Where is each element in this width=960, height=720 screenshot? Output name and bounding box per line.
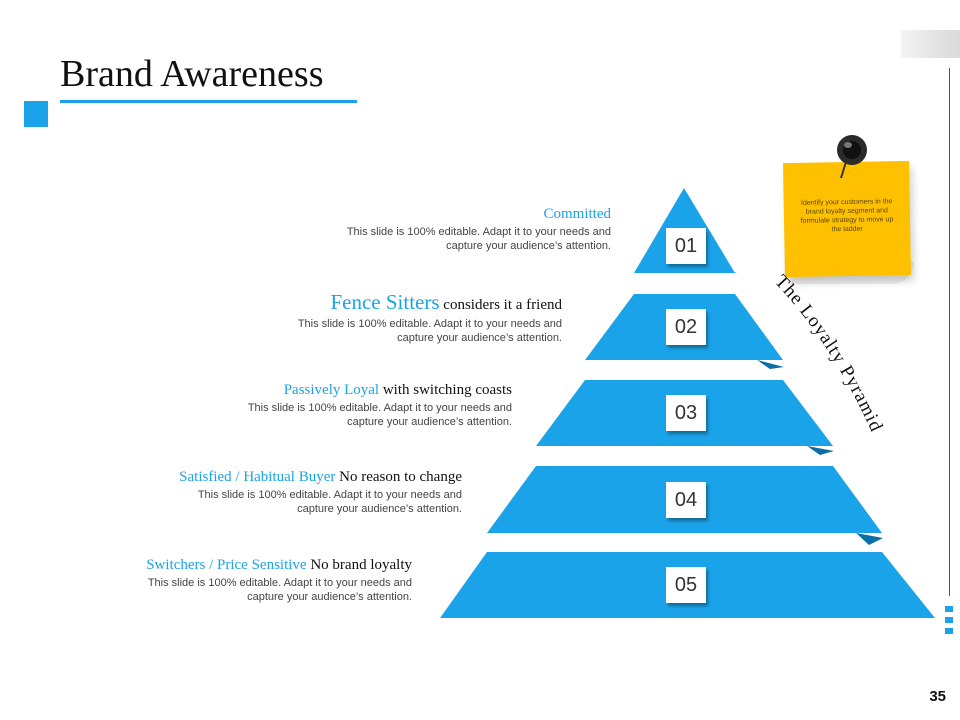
tier-description-1-line1: This slide is 100% editable. Adapt it to…	[346, 226, 611, 238]
tier-rest-4: No reason to change	[335, 469, 462, 485]
tier-heading-1: Committed	[347, 206, 612, 223]
tier-description-4-line1: This slide is 100% editable. Adapt it to…	[197, 489, 462, 501]
tier-description-4-line2: capture your audience’s attention.	[297, 503, 462, 515]
tier-number-03: 03	[666, 395, 706, 431]
tier-highlight-1: Committed	[543, 206, 612, 222]
svg-text:The Loyalty Pyramid: The Loyalty Pyramid	[770, 271, 887, 436]
tier-description-1: This slide is 100% editable. Adapt it to…	[347, 225, 611, 253]
tier-description-5: This slide is 100% editable. Adapt it to…	[146, 576, 412, 604]
tier-description-4: This slide is 100% editable. Adapt it to…	[179, 488, 462, 516]
tier-heading-2: Fence Sitters considers it a friend	[298, 290, 562, 315]
title-underline	[60, 100, 357, 103]
tier-description-2-line2: capture your audience’s attention.	[397, 332, 562, 344]
fold-shadow-3	[807, 446, 834, 455]
tier-heading-4: Satisfied / Habitual Buyer No reason to …	[179, 469, 462, 486]
tier-label-5: Switchers / Price Sensitive No brand loy…	[146, 557, 412, 604]
tier-highlight-2: Fence Sitters	[330, 290, 440, 314]
tier-description-3-line2: capture your audience’s attention.	[347, 416, 512, 428]
tier-description-3-line1: This slide is 100% editable. Adapt it to…	[247, 402, 512, 414]
tier-rest-2: considers it a friend	[439, 297, 562, 313]
tier-number-04: 04	[666, 482, 706, 518]
tier-description-2-line1: This slide is 100% editable. Adapt it to…	[297, 318, 562, 330]
tier-rest-3: with switching coasts	[379, 382, 512, 398]
tier-description-1-line2: capture your audience’s attention.	[446, 240, 611, 252]
fold-shadow-2	[757, 360, 784, 369]
tier-description-3: This slide is 100% editable. Adapt it to…	[248, 401, 512, 429]
slide-title: Brand Awareness	[60, 53, 324, 95]
top-right-bar	[901, 30, 960, 58]
tier-description-5-line2: capture your audience’s attention.	[247, 591, 412, 603]
tier-heading-5: Switchers / Price Sensitive No brand loy…	[146, 557, 412, 574]
tier-highlight-4: Satisfied / Habitual Buyer	[179, 469, 336, 485]
page-number: 35	[929, 688, 946, 705]
loyalty-pyramid-curved-label: The Loyalty Pyramid	[770, 271, 887, 436]
tier-highlight-5: Switchers / Price Sensitive	[146, 557, 307, 573]
tier-rest-5: No brand loyalty	[306, 557, 412, 573]
tier-label-3: Passively Loyal with switching coasts Th…	[248, 382, 512, 429]
tier-number-01: 01	[666, 228, 706, 264]
tier-number-02: 02	[666, 309, 706, 345]
tier-highlight-3: Passively Loyal	[283, 382, 380, 398]
tier-heading-3: Passively Loyal with switching coasts	[248, 382, 512, 399]
push-pin-icon	[837, 135, 867, 179]
tier-description-5-line1: This slide is 100% editable. Adapt it to…	[147, 577, 412, 589]
tier-number-05: 05	[666, 567, 706, 603]
side-dots	[945, 606, 955, 639]
tier-description-2: This slide is 100% editable. Adapt it to…	[298, 317, 562, 345]
fold-shadow-4	[856, 533, 883, 545]
right-divider-line	[949, 68, 950, 596]
sticky-note-text: Identify your customers in the brand loy…	[800, 198, 894, 234]
tier-label-2: Fence Sitters considers it a friend This…	[298, 290, 562, 345]
tier-label-1: Committed This slide is 100% editable. A…	[347, 206, 611, 253]
tier-label-4: Satisfied / Habitual Buyer No reason to …	[179, 469, 462, 516]
accent-square	[24, 101, 48, 127]
curved-label-text: The Loyalty Pyramid	[770, 271, 886, 436]
